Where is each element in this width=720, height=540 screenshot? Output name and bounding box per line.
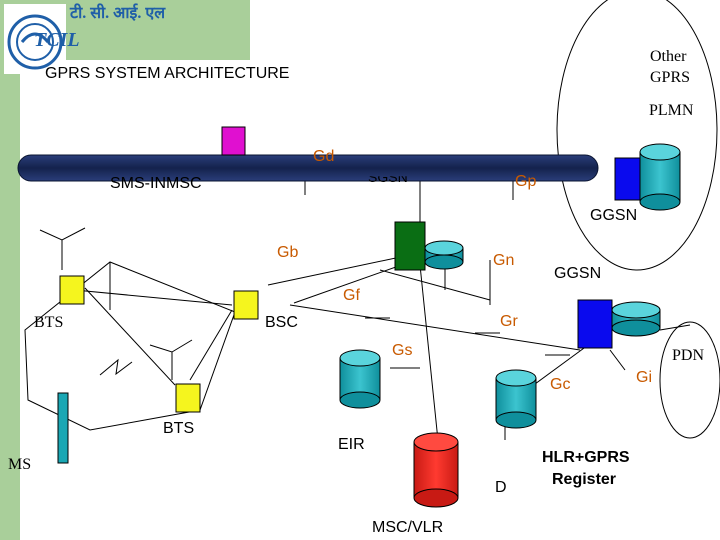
connection-lines	[24, 175, 691, 461]
eir-cylinder	[339, 349, 381, 409]
bts-bottom-label: BTS	[163, 420, 195, 437]
ggsn-mid-label: GGSN	[554, 265, 602, 282]
gn-label: Gn	[493, 252, 515, 269]
hlr-label-line1: HLR+GPRS	[542, 449, 630, 466]
other-plmn-ellipse	[556, 0, 718, 271]
sgsn-cylinder	[424, 240, 464, 270]
page-title: GPRS SYSTEM ARCHITECTURE	[45, 65, 290, 82]
logo-brand-text: TCIL	[34, 29, 80, 51]
d-label: D	[495, 479, 507, 496]
ggsn-mid-cylinder	[611, 301, 661, 337]
pdn-ellipse	[659, 321, 720, 439]
tcil-logo	[4, 4, 66, 74]
ms-handset	[57, 392, 69, 464]
sms-inmsc-label: SMS-INMSC	[110, 175, 202, 192]
other-plmn-label-line3: PLMN	[649, 102, 694, 119]
msc-vlr-label: MSC/VLR	[372, 519, 444, 536]
bts-bottom-node	[175, 383, 201, 413]
ggsn-top-cylinder	[639, 143, 681, 211]
gs-label: Gs	[392, 342, 413, 359]
bsc-label: BSC	[265, 314, 298, 331]
backbone-network-bar	[17, 154, 599, 182]
hlr-label-line2: Register	[552, 471, 617, 488]
gp-label: Gp	[515, 173, 537, 190]
sgsn-node	[394, 221, 426, 271]
gc-label: Gc	[550, 376, 571, 393]
bts-left-node	[59, 275, 85, 305]
gc-cylinder	[495, 369, 537, 429]
other-plmn-label-line1: Other	[650, 48, 687, 65]
sgsn-hidden-label: SGSN	[368, 169, 408, 185]
gb-label: Gb	[277, 244, 299, 261]
left-green-sidebar	[0, 60, 20, 540]
gf-label: Gf	[343, 287, 360, 304]
ms-label: MS	[8, 456, 32, 473]
ggsn-top-label: GGSN	[590, 207, 638, 224]
gr-label: Gr	[500, 313, 518, 330]
gi-label: Gi	[636, 369, 652, 386]
gd-label: Gd	[313, 148, 335, 165]
bsc-node	[233, 290, 259, 320]
logo-hindi-text: टी. सी. आई. एल	[70, 5, 166, 22]
pdn-label: PDN	[672, 347, 705, 364]
ggsn-mid-node	[577, 299, 613, 349]
eir-label: EIR	[338, 436, 365, 453]
msc-vlr-cylinder	[413, 432, 459, 508]
sms-gmsc-node	[221, 126, 246, 156]
bts-left-label: BTS	[34, 314, 64, 331]
ggsn-top-node	[614, 157, 642, 201]
other-plmn-label-line2: GPRS	[650, 69, 691, 86]
